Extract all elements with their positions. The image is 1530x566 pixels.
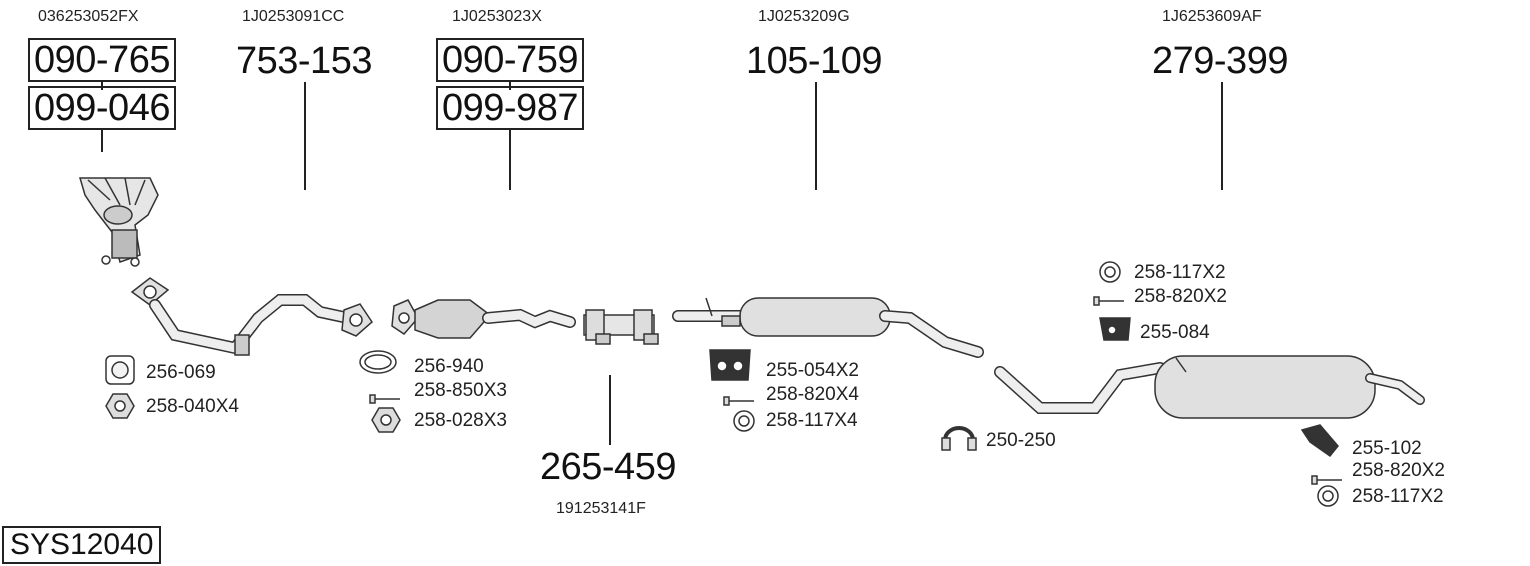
accessory-washer-c[interactable]: 258-117X2 (1134, 262, 1226, 283)
bolt-b-icon (723, 396, 754, 406)
nut-a-icon (105, 393, 135, 419)
accessory-gasket-a[interactable]: 256-069 (146, 362, 216, 383)
part-number-catalyst-2[interactable]: 099-987 (436, 86, 584, 130)
bolt-a-icon (369, 394, 400, 404)
oem-number-manifold: 036253052FX (38, 8, 139, 25)
catalyst-part (391, 299, 576, 339)
oem-number-middle-silencer: 1J0253209G (758, 8, 850, 25)
accessory-rubber-c[interactable]: 255-084 (1140, 322, 1210, 343)
part-number-manifold-1[interactable]: 090-765 (28, 38, 176, 82)
connector-part (583, 309, 659, 345)
accessory-rubber-a[interactable]: 255-054X2 (766, 360, 859, 381)
oem-number-connector: 191253141F (556, 500, 646, 517)
part-number-connector[interactable]: 265-459 (540, 446, 676, 488)
rear-silencer-part (994, 355, 1425, 419)
ring-a-icon (359, 350, 397, 374)
nut-b-icon (371, 407, 401, 433)
oem-number-catalyst: 1J0253023X (452, 8, 542, 25)
part-number-catalyst-1[interactable]: 090-759 (436, 38, 584, 82)
part-number-manifold-2[interactable]: 099-046 (28, 86, 176, 130)
washer-c-icon (1099, 261, 1121, 283)
accessory-bolt-d[interactable]: 258-820X2 (1352, 460, 1445, 481)
accessory-washer-b[interactable]: 258-117X4 (766, 410, 858, 431)
accessory-nut-a[interactable]: 258-040X4 (146, 396, 239, 417)
rubber-c-icon (1099, 317, 1131, 341)
rubber-a-icon (709, 349, 751, 381)
accessory-bolt-c[interactable]: 258-820X2 (1134, 286, 1227, 307)
accessory-rubber-d[interactable]: 255-102 (1352, 438, 1422, 459)
accessory-bolt-b[interactable]: 258-820X4 (766, 384, 859, 405)
system-code: SYS12040 (2, 526, 162, 564)
oem-number-rear-silencer: 1J6253609AF (1162, 8, 1262, 25)
accessory-bolt-a[interactable]: 258-850X3 (414, 380, 507, 401)
accessory-washer-d[interactable]: 258-117X2 (1352, 486, 1444, 507)
accessory-nut-b[interactable]: 258-028X3 (414, 410, 507, 431)
gasket-a-icon (105, 355, 135, 385)
accessory-clamp[interactable]: 250-250 (986, 430, 1056, 451)
front-pipe-part (130, 277, 373, 356)
rubber-d-icon (1300, 424, 1339, 458)
washer-d-icon (1317, 485, 1339, 507)
manifold-part (78, 177, 159, 267)
part-number-middle-silencer[interactable]: 105-109 (746, 40, 882, 82)
oem-number-front-pipe: 1J0253091CC (242, 8, 345, 25)
clamp-icon (941, 426, 977, 451)
middle-silencer-part (672, 297, 984, 358)
washer-b-icon (733, 410, 755, 432)
accessory-ring-a[interactable]: 256-940 (414, 356, 484, 377)
part-number-rear-silencer[interactable]: 279-399 (1152, 40, 1288, 82)
bolt-d-icon (1311, 475, 1342, 485)
bolt-c-icon (1093, 296, 1124, 306)
part-number-front-pipe[interactable]: 753-153 (236, 40, 372, 82)
